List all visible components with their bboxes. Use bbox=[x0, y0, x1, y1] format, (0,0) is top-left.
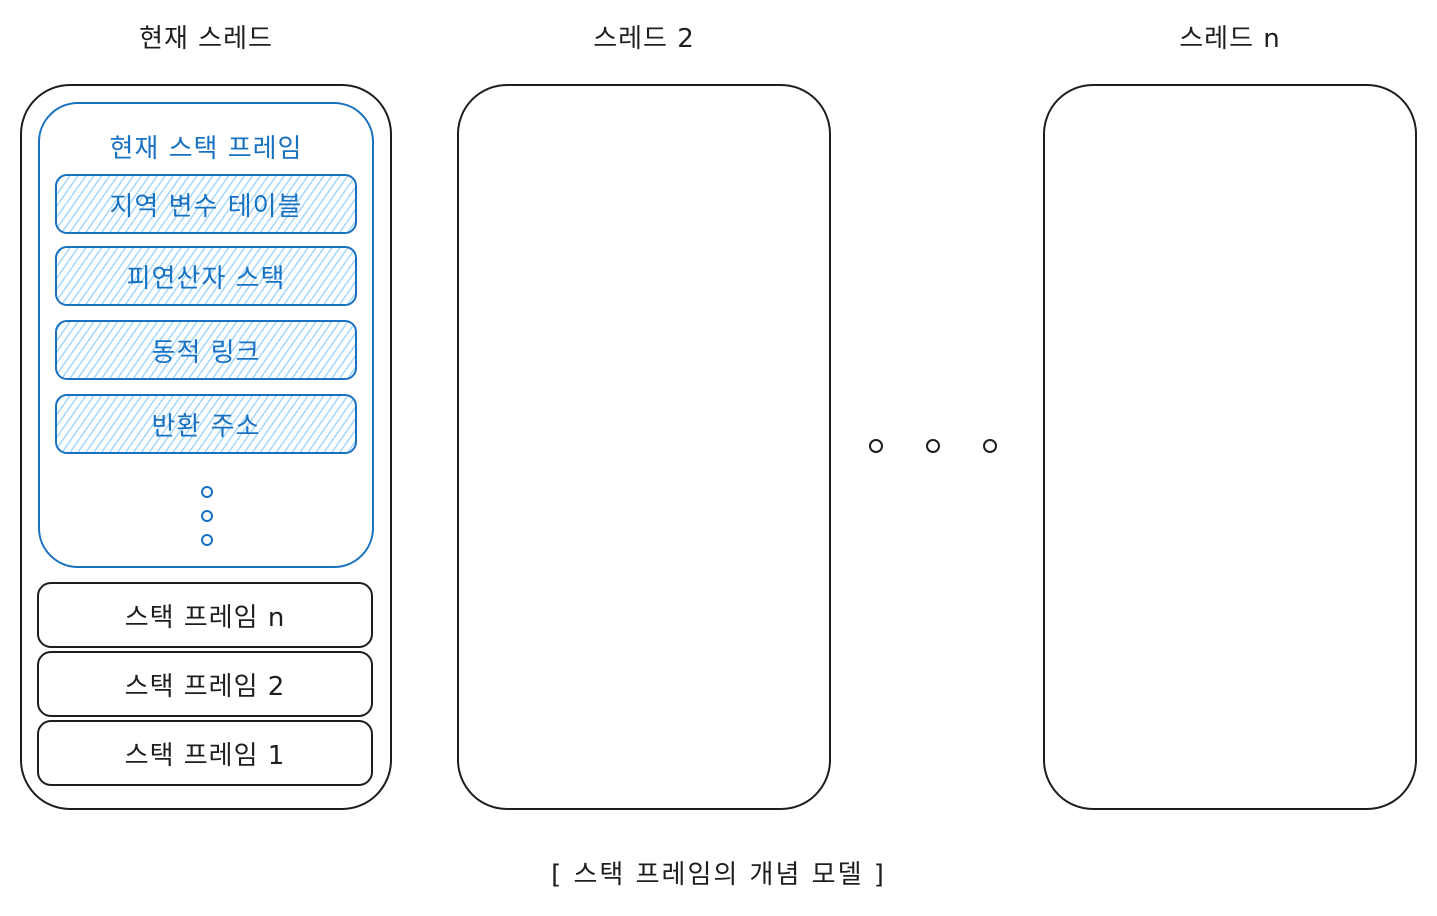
thread-2-box bbox=[457, 84, 831, 810]
diagram-caption: [ 스택 프레임의 개념 모델 ] bbox=[551, 860, 886, 890]
frame-item-return-address: 반환 주소 bbox=[55, 394, 357, 454]
stack-frame-2: 스택 프레임 2 bbox=[37, 651, 373, 717]
ellipsis-dot-icon bbox=[201, 510, 213, 522]
ellipsis-dot-icon bbox=[926, 439, 940, 453]
ellipsis-dot-icon bbox=[201, 486, 213, 498]
current-stack-frame: 현재 스택 프레임 지역 변수 테이블 피연산자 스택 동적 링크 반환 주소 bbox=[38, 102, 374, 568]
thread-n-box bbox=[1043, 84, 1417, 810]
frame-item-operand-stack: 피연산자 스택 bbox=[55, 246, 357, 306]
ellipsis-dot-icon bbox=[983, 439, 997, 453]
current-stack-frame-title: 현재 스택 프레임 bbox=[109, 134, 303, 164]
stack-frame-1: 스택 프레임 1 bbox=[37, 720, 373, 786]
thread-title-n: 스레드 n bbox=[1179, 24, 1281, 54]
ellipsis-dot-icon bbox=[201, 534, 213, 546]
ellipsis-dot-icon bbox=[869, 439, 883, 453]
frame-item-dynamic-link: 동적 링크 bbox=[55, 320, 357, 380]
thread-title-current: 현재 스레드 bbox=[139, 24, 273, 54]
stack-frame-n: 스택 프레임 n bbox=[37, 582, 373, 648]
thread-title-2: 스레드 2 bbox=[593, 24, 695, 54]
frame-item-local-variables: 지역 변수 테이블 bbox=[55, 174, 357, 234]
